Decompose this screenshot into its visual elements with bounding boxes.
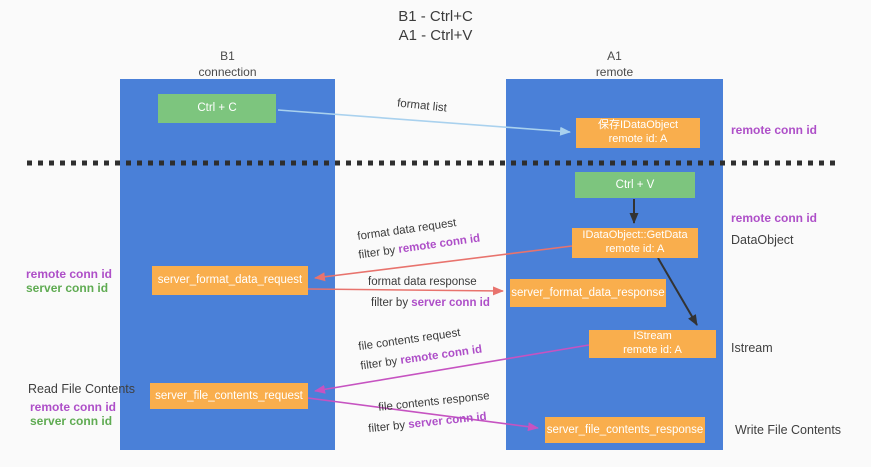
node-server-file-contents-request: server_file_contents_request (150, 383, 308, 409)
annotation-left-server-conn-id: server conn id (26, 281, 109, 295)
node-server-format-data-response: server_format_data_response (510, 279, 666, 307)
filter-by-text: filter by (367, 419, 409, 436)
remote-conn-id-highlight: remote conn id (397, 232, 481, 256)
node-istream-line1: IStream (633, 330, 672, 343)
lane-a1-name: A1 (607, 49, 622, 63)
diagram-title: B1 - Ctrl+C A1 - Ctrl+V (0, 8, 871, 46)
node-ctrl-c-label: Ctrl + C (197, 102, 237, 115)
annotation-remote-conn-id-mid: remote conn id (731, 211, 818, 225)
annotation-bottom-left-server-conn-id: server conn id (30, 414, 113, 428)
annotation-write-file-contents: Write File Contents (735, 423, 842, 437)
node-store-idataobject: 保存IDataObject remote id: A (576, 118, 700, 148)
filter-by-text: filter by (371, 297, 412, 309)
label-format-data-response: format data response (368, 276, 477, 288)
lane-b1-name: B1 (220, 49, 235, 63)
label-format-list: format list (396, 97, 448, 115)
node-idataobject-getdata: IDataObject::GetData remote id: A (572, 228, 698, 258)
annotation-dataobject: DataObject (731, 233, 794, 247)
annotation-read-file-contents: Read File Contents (28, 382, 136, 396)
label-filter-file-response: filter by server conn id (368, 411, 487, 435)
node-store-idataobject-line1: 保存IDataObject (597, 119, 679, 132)
title-line-2: A1 - Ctrl+V (398, 26, 473, 44)
label-file-contents-response: file contents response (377, 390, 491, 414)
node-server-format-data-request: server_format_data_request (152, 266, 308, 295)
filter-by-text: filter by (359, 354, 402, 373)
lane-a1-subtitle: remote (595, 64, 634, 79)
node-server-format-data-request-label: server_format_data_request (157, 274, 303, 287)
remote-conn-id-highlight: remote conn id (399, 343, 483, 367)
node-istream: IStream remote id: A (589, 330, 716, 358)
node-server-format-data-response-label: server_format_data_response (511, 286, 665, 299)
lane-header-a1: A1 remote (506, 49, 723, 80)
format-data-response-arrow (307, 286, 504, 296)
annotation-left-remote-conn-id: remote conn id (26, 267, 113, 281)
node-ctrl-v: Ctrl + V (575, 172, 695, 198)
annotation-bottom-left-remote-conn-id: remote conn id (30, 400, 117, 414)
node-ctrl-v-label: Ctrl + V (615, 178, 655, 191)
label-filter-format-response: filter by server conn id (371, 297, 490, 309)
node-idataobject-getdata-line1: IDataObject::GetData (582, 229, 688, 242)
node-idataobject-getdata-line2: remote id: A (605, 243, 665, 255)
node-store-idataobject-line2: remote id: A (608, 133, 668, 145)
node-server-file-contents-response: server_file_contents_response (545, 417, 705, 443)
node-ctrl-c: Ctrl + C (158, 94, 276, 123)
node-istream-line2: remote id: A (623, 344, 682, 356)
node-server-file-contents-response-label: server_file_contents_response (546, 423, 704, 436)
title-line-1: B1 - Ctrl+C (398, 8, 473, 25)
annotation-remote-conn-id-top: remote conn id (731, 123, 818, 137)
lane-b1-subtitle: connection (198, 64, 257, 79)
server-conn-id-highlight: server conn id (411, 297, 490, 309)
lane-header-b1: B1 connection (120, 49, 335, 80)
server-conn-id-highlight: server conn id (407, 410, 488, 431)
annotation-istream: Istream (731, 341, 773, 355)
node-server-file-contents-request-label: server_file_contents_request (155, 389, 303, 402)
filter-by-text: filter by (357, 243, 400, 262)
